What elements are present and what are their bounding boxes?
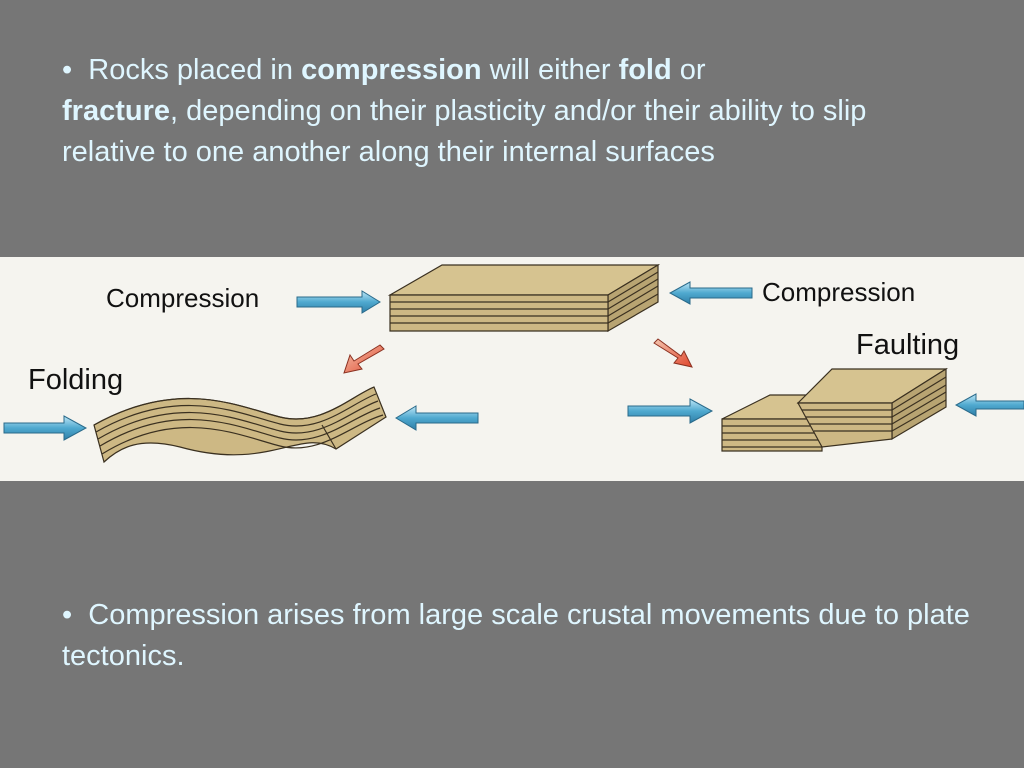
rock-faulted <box>721 367 949 452</box>
rock-deformation-diagram <box>3 263 1024 464</box>
label-folding: Folding <box>28 364 124 396</box>
bullet1-text-a: Rocks placed in <box>88 54 302 86</box>
arrow-to-faulting <box>653 338 693 368</box>
bullet-plate-tectonics: • Compression arises from large scale cr… <box>62 595 982 677</box>
arrow-compression-top-left <box>296 290 381 314</box>
bullet2-text: Compression arises from large scale crus… <box>62 599 970 672</box>
term-compression: compression <box>301 54 482 86</box>
bullet1-text-b: will either <box>481 54 619 86</box>
arrow-to-folding <box>343 344 385 374</box>
bullet-marker: • <box>62 599 73 631</box>
arrow-compression-top-right <box>668 281 753 305</box>
label-faulting: Faulting <box>856 329 960 361</box>
term-fold: fold <box>618 54 672 86</box>
bullet1-text-c: or <box>671 54 706 86</box>
rock-block-initial <box>387 263 661 333</box>
arrow-faulting-left <box>627 398 714 424</box>
rock-deformation-figure: Compression Compression Folding Faulting <box>0 257 1024 481</box>
arrow-folding-right <box>395 405 479 431</box>
arrow-folding-left <box>3 415 88 441</box>
rock-folded <box>93 386 387 464</box>
term-fracture: fracture <box>62 95 170 127</box>
arrow-faulting-right <box>954 393 1024 417</box>
bullet-marker: • <box>62 54 73 86</box>
label-compression-left: Compression <box>106 283 260 313</box>
label-compression-right: Compression <box>762 277 916 307</box>
bullet-compression-fold-fracture: • Rocks placed in compression will eithe… <box>62 50 962 173</box>
bullet1-text-d: , depending on their plasticity and/or t… <box>62 95 867 168</box>
